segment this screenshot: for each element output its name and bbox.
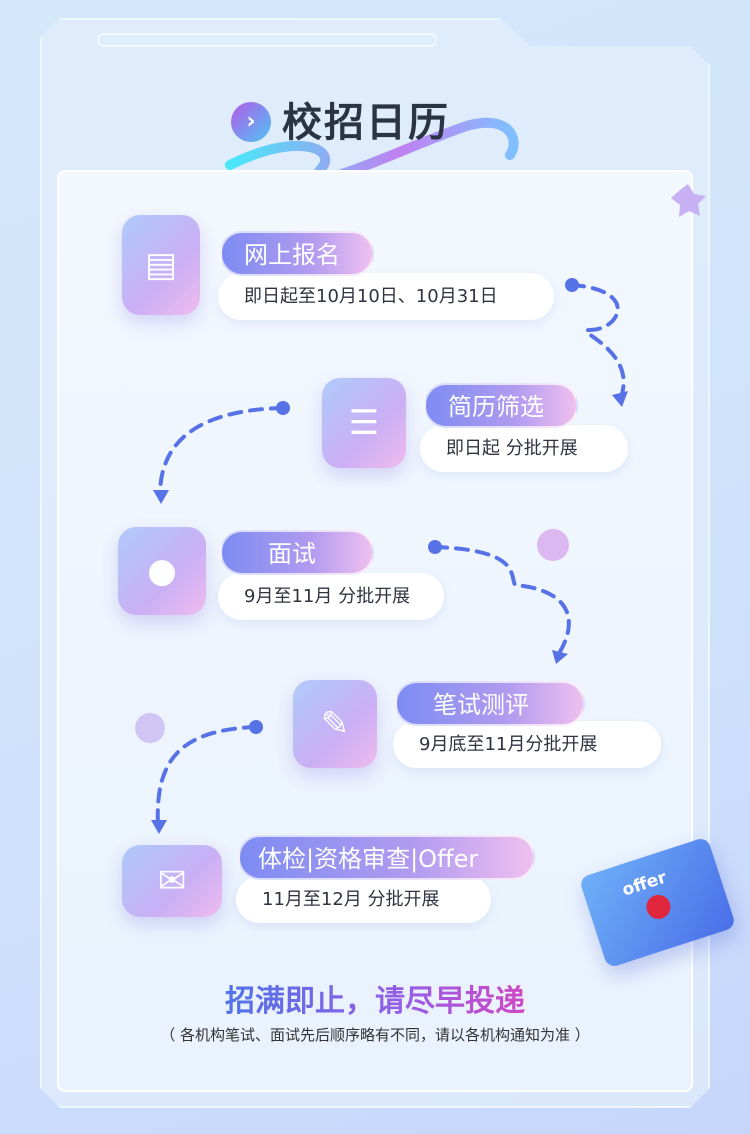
notice-text: 招满即止，请尽早投递 <box>0 976 750 1020</box>
arrow-3 <box>433 545 571 657</box>
pen-icon: ✎ <box>293 680 377 768</box>
step-detail-3: 9月至11月 分批开展 <box>218 573 444 620</box>
resume-icon: ☰ <box>322 378 406 468</box>
star-icon <box>671 184 706 217</box>
page-title: 校招日历 <box>282 100 450 146</box>
document-icon: ▤ <box>122 215 200 315</box>
step-detail-2: 即日起 分批开展 <box>420 425 628 472</box>
step-label-4: 笔试测评 <box>395 681 585 726</box>
step-label-5: 体检|资格审查|Offer <box>238 835 535 880</box>
step-label-3: 面试 <box>220 530 374 575</box>
arrow-1 <box>570 283 626 402</box>
step-detail-1: 即日起至10月10日、10月31日 <box>218 273 554 320</box>
step-detail-5: 11月至12月 分批开展 <box>236 876 491 923</box>
location-pin-icon <box>537 529 569 561</box>
step-label-2: 简历筛选 <box>424 383 578 428</box>
step-label-1: 网上报名 <box>220 231 374 276</box>
arrow-4 <box>155 725 258 827</box>
step-detail-4: 9月底至11月分批开展 <box>393 721 661 768</box>
arrow-2 <box>158 406 285 497</box>
people-icon: ● <box>118 527 206 615</box>
decorative-bar <box>97 33 437 47</box>
envelope-icon: ✉ <box>122 845 222 917</box>
footnote-text: （ 各机构笔试、面试先后顺序略有不同，请以各机构通知为准 ） <box>160 1026 590 1044</box>
arrow-badge-icon: › <box>231 102 271 142</box>
calendar-card <box>57 170 693 1092</box>
location-pin-icon-2 <box>135 713 165 743</box>
